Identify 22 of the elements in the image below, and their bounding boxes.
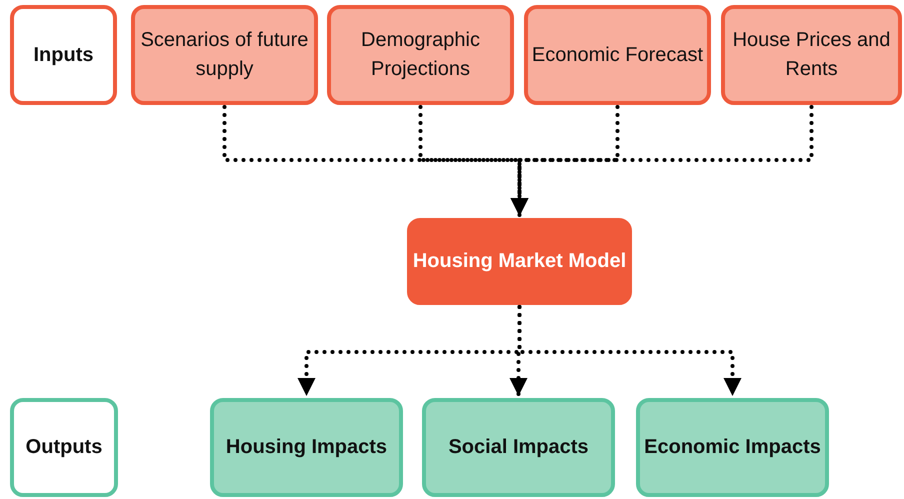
- output-box: [422, 398, 615, 497]
- node-label: House Prices and Rents: [732, 28, 892, 82]
- node-label: Housing Impacts: [226, 435, 388, 460]
- node-label: Economic Forecast: [532, 42, 704, 68]
- node-label: Inputs: [34, 42, 94, 68]
- dotted-arrow: [510, 105, 814, 218]
- category-label-box: [10, 5, 117, 105]
- category-label-box: [10, 398, 118, 497]
- node-label: Economic Impacts: [644, 435, 821, 460]
- input-box: [524, 5, 711, 105]
- node-label: Scenarios of future supply: [140, 28, 310, 82]
- output-box: [636, 398, 829, 497]
- input-box: [721, 5, 902, 105]
- node-label: Outputs: [26, 435, 102, 460]
- node-label: Demographic Projections: [360, 28, 481, 82]
- input-box: [327, 5, 514, 105]
- node-label: Housing Market Model: [412, 249, 626, 274]
- dotted-arrow: [518, 305, 742, 398]
- input-box: [131, 5, 318, 105]
- output-box: [210, 398, 403, 497]
- model-box: [407, 218, 632, 305]
- node-label: Social Impacts: [448, 435, 589, 460]
